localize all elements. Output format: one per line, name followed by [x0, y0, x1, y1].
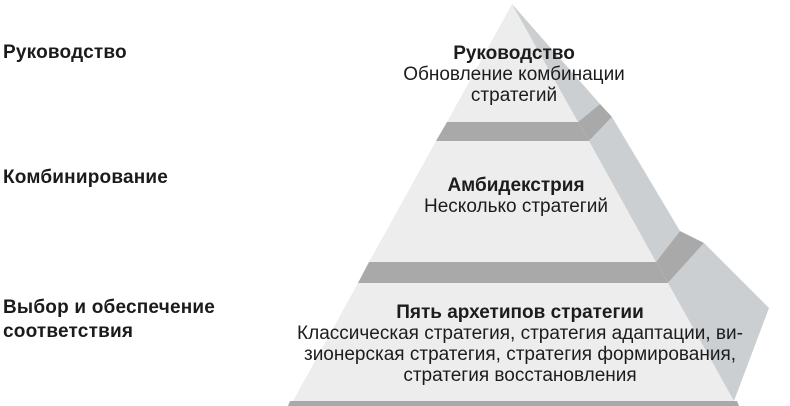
tier3-text-block: Пять архетипов стратегии Классическая ст… — [280, 302, 760, 386]
left-label-combination-line: Комбинирование — [3, 167, 169, 188]
tier3-desc-line2: зионерская стратегия, стратегия формиров… — [303, 344, 737, 365]
band1-front — [436, 122, 589, 141]
tier2-title: Амбидекстрия — [447, 175, 585, 196]
tier3-side-face — [668, 243, 769, 401]
tier2-text-block: Амбидекстрия Несколько стратегий — [356, 175, 676, 217]
left-label-leadership-line: Руководство — [3, 42, 127, 63]
tier2-side-face — [589, 117, 680, 262]
tier3-desc-line3: стратегия восстановления — [403, 365, 637, 386]
tier1-front-face — [447, 4, 578, 122]
tier1-desc-line2: стратегий — [470, 85, 558, 106]
left-label-selection-line2: соответствия — [3, 321, 134, 342]
left-label-selection-line1: Выбор и обеспечение — [3, 297, 216, 318]
band2-side — [656, 231, 704, 283]
band2-front — [358, 262, 668, 283]
tier2-front-face — [369, 141, 656, 262]
band3-front — [288, 401, 739, 406]
tier2-desc-line1: Несколько стратегий — [424, 196, 608, 217]
left-label-selection-matching: Выбор и обеспечение соответствия — [3, 296, 215, 344]
tier1-text-block: Руководство Обновление комбинации страте… — [364, 43, 664, 106]
tier3-title: Пять архетипов стратегии — [396, 302, 644, 323]
tier1-title: Руководство — [453, 43, 575, 64]
tier3-front-face — [293, 283, 734, 401]
tier3-desc-line1: Классическая стратегия, стратегия адапта… — [297, 323, 743, 344]
tier1-desc-line1: Обновление комбинации — [403, 64, 625, 85]
left-label-combination: Комбинирование — [3, 166, 168, 190]
left-label-leadership: Руководство — [3, 41, 127, 65]
tier1-side-face — [512, 4, 600, 122]
band1-side — [578, 104, 612, 141]
